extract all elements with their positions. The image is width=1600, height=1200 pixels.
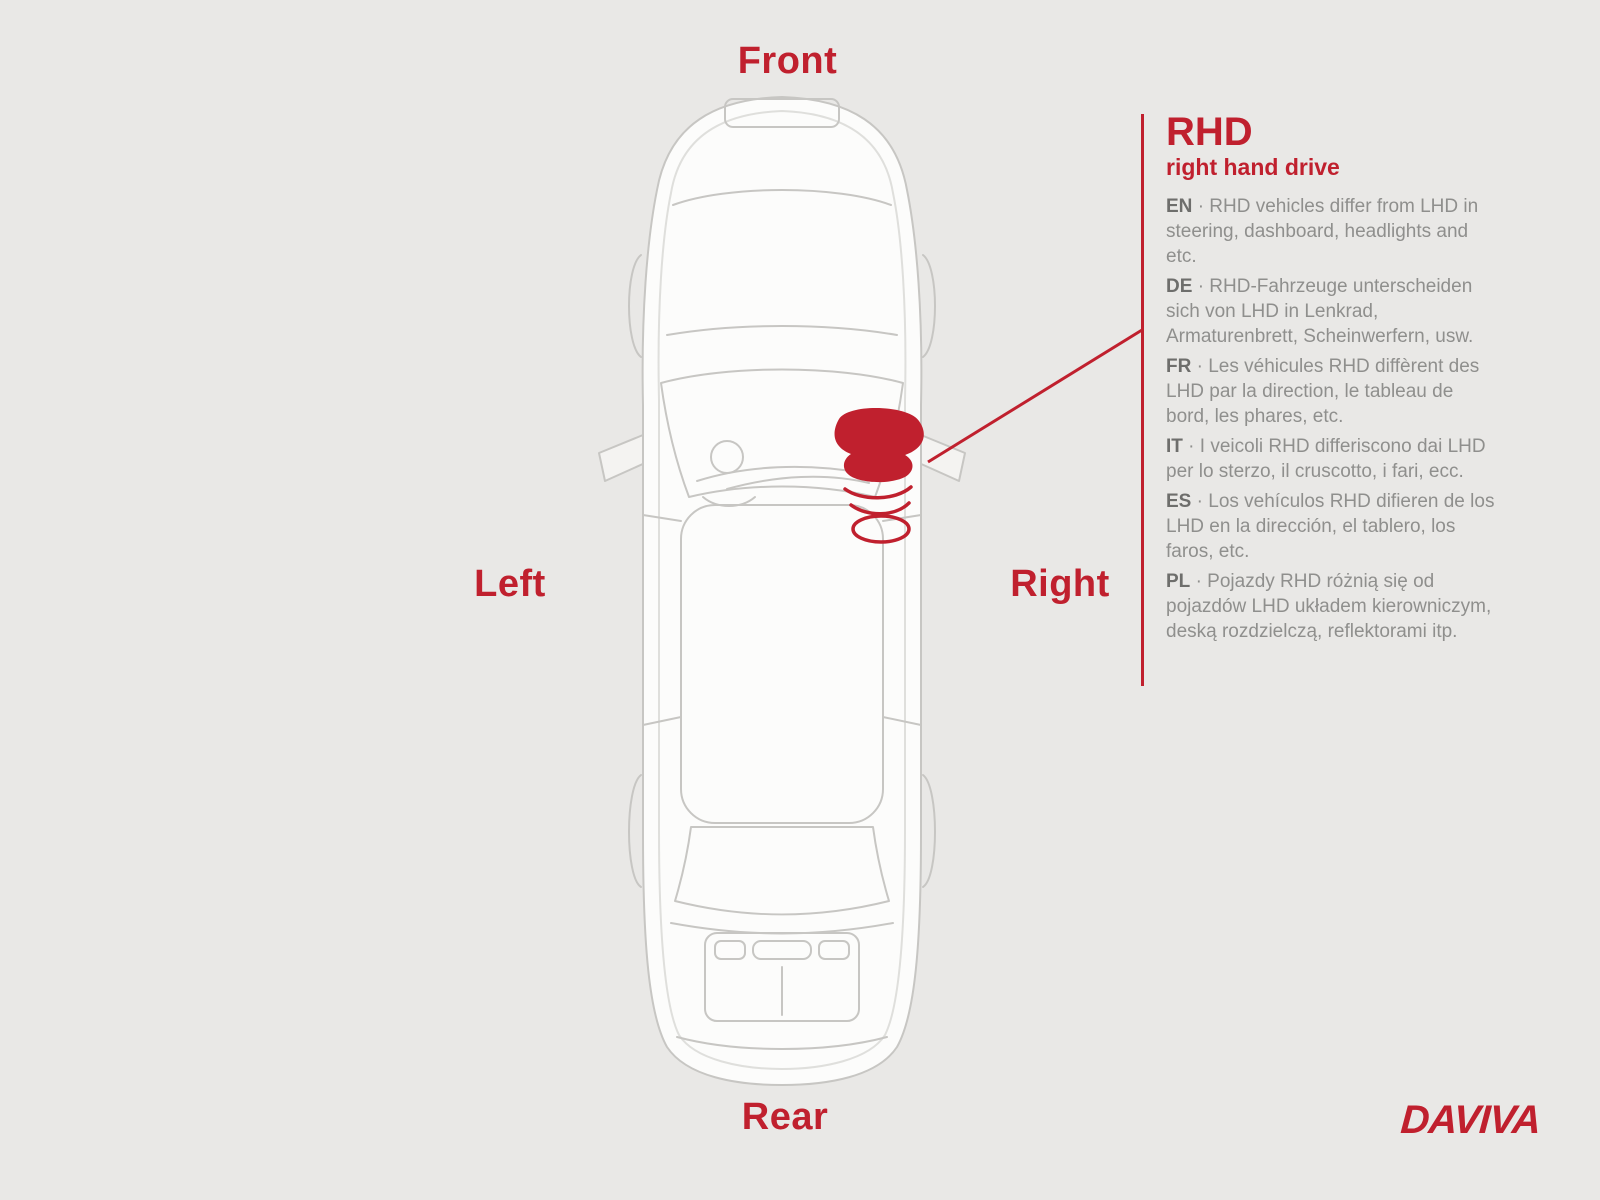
label-front: Front [737,40,838,82]
panel-subtitle: right hand drive [1166,154,1340,180]
door-seam-left-rear [642,716,682,726]
steering-wheel-highlight [834,407,924,544]
rear-window [674,826,890,916]
lang-text-es: · Los vehículos RHD difieren de los LHD … [1166,491,1495,562]
lang-text-fr: · Les véhicules RHD diffèrent des LHD pa… [1166,356,1480,427]
label-left: Left [474,563,546,605]
lang-entry-it: IT · I veicoli RHD differiscono dai LHD … [1166,434,1496,484]
hood-line-2 [666,325,898,336]
passenger-seat-line [702,496,756,507]
trunk-detail-left [714,940,746,960]
lang-entry-en: EN · RHD vehicles differ from LHD in ste… [1166,194,1496,269]
front-sunroof-detail [724,98,840,128]
lang-code-it: IT [1166,436,1183,457]
lang-text-it: · I veicoli RHD differiscono dai LHD per… [1166,436,1486,482]
lang-entry-fr: FR · Les véhicules RHD diffèrent des LHD… [1166,354,1496,429]
rear-left-wheel [628,774,642,888]
lang-text-de: · RHD-Fahrzeuge unterscheiden sich von L… [1166,276,1474,347]
door-seam-left-front [642,514,682,522]
lang-text-en: · RHD vehicles differ from LHD in steeri… [1166,196,1479,267]
car-body-inner-line [657,110,907,1070]
lang-code-es: ES [1166,491,1192,512]
roof-panel [680,504,884,824]
lang-code-de: DE [1166,276,1193,297]
lang-code-pl: PL [1166,571,1191,592]
lang-text-pl: · Pojazdy RHD różnią się od pojazdów LHD… [1166,571,1492,642]
trunk-panel [704,932,860,1022]
daviva-logo: DAVIVA [1399,1098,1542,1142]
door-seam-right-rear [882,716,922,726]
door-seam-right-front [882,514,922,522]
hood-line-1 [672,189,892,206]
driver-seat-outline [851,514,911,544]
dashboard-scribble-2 [849,501,911,516]
lang-entry-es: ES · Los vehículos RHD difieren de los L… [1166,489,1496,564]
wiper-line-1 [696,465,864,482]
rear-bumper-line [676,1036,888,1050]
steering-wheel-icon [834,407,924,483]
panel-title: RHD [1166,110,1253,154]
lang-entry-de: DE · RHD-Fahrzeuge unterscheiden sich vo… [1166,274,1496,349]
car-top-view-illustration [598,96,966,1086]
front-right-wheel [922,254,936,358]
lang-code-fr: FR [1166,356,1192,377]
front-left-wheel [628,254,642,358]
left-mirror [598,434,646,482]
label-right: Right [1010,563,1110,605]
trunk-detail-center [752,940,812,960]
right-mirror [918,434,966,482]
rhd-info-panel: RHD right hand drive EN · RHD vehicles d… [1166,110,1496,649]
trunk-detail-right [818,940,850,960]
rear-right-wheel [922,774,936,888]
dashboard-scribble-1 [843,485,913,500]
lang-code-en: EN [1166,196,1193,217]
panel-accent-bar [1141,114,1144,686]
wiper-line-2 [726,475,870,490]
label-rear: Rear [741,1096,829,1138]
passenger-seat-detail [710,440,744,474]
lang-entry-pl: PL · Pojazdy RHD różnią się od pojazdów … [1166,569,1496,644]
